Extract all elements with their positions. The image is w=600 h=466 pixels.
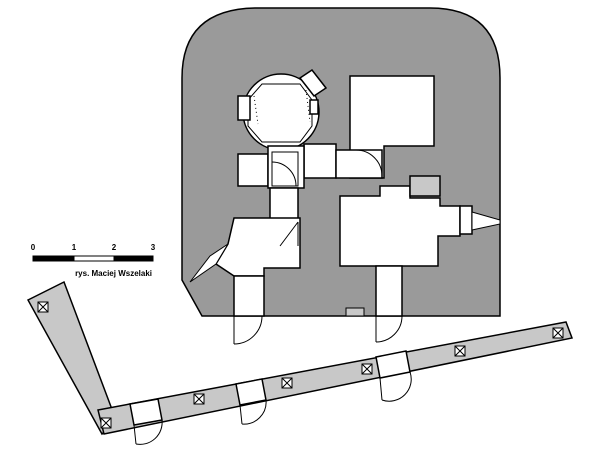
scale-seg-1 xyxy=(32,255,75,262)
embrasure-east xyxy=(471,211,501,231)
door-lower-left xyxy=(279,221,299,247)
door-left-exit xyxy=(233,315,263,345)
marker-icon xyxy=(361,363,373,375)
vestibule-inner xyxy=(271,151,299,187)
bunker-block xyxy=(181,7,501,317)
embrasure-west xyxy=(189,243,229,283)
trench-opening-3 xyxy=(375,350,411,379)
room-large xyxy=(339,185,461,267)
scale-tick-3: 3 xyxy=(151,243,156,252)
marker-icon xyxy=(193,393,205,405)
observation-niche-right xyxy=(309,99,319,115)
room-large-alcove xyxy=(459,205,473,235)
observation-niche-left xyxy=(237,95,251,121)
trench-opening-1 xyxy=(129,398,163,426)
corridor-east xyxy=(303,143,337,179)
marker-icon xyxy=(281,377,293,389)
trench-doors xyxy=(133,371,412,445)
observation-niche-top xyxy=(298,68,328,98)
door-corridor xyxy=(355,149,383,177)
trench-door-1 xyxy=(133,419,163,445)
drawing-credit: rys. Maciej Wszelaki xyxy=(75,269,152,278)
marker-icon xyxy=(552,327,564,339)
observation-room-interior xyxy=(247,83,313,143)
side-chamber xyxy=(237,153,269,187)
observation-dots xyxy=(253,89,311,125)
scale-tick-1: 1 xyxy=(72,243,77,252)
door-vestibule xyxy=(271,161,297,187)
marker-icon xyxy=(100,417,112,429)
exit-corridor-left xyxy=(233,275,265,317)
trench xyxy=(26,280,574,436)
scale-bar: 0 1 2 3 rys. Maciej Wszelaki xyxy=(31,243,156,278)
corridor-south xyxy=(269,187,299,223)
exit-corridor-right xyxy=(375,265,403,317)
scale-tick-0: 0 xyxy=(31,243,36,252)
corridor-link xyxy=(335,149,383,179)
wall-vent xyxy=(345,307,365,317)
scale-seg-2 xyxy=(73,255,115,262)
trench-opening-2 xyxy=(235,378,267,406)
scale-tick-2: 2 xyxy=(112,243,117,252)
marker-icon xyxy=(37,301,49,313)
scale-seg-3 xyxy=(113,255,154,262)
trench-markers xyxy=(37,301,564,429)
door-right-exit xyxy=(375,315,403,343)
trench-segment-main xyxy=(97,321,574,435)
trench-door-3 xyxy=(379,371,412,402)
trench-door-2 xyxy=(239,399,267,425)
room-large-niche xyxy=(409,175,441,197)
marker-icon xyxy=(454,345,466,357)
door-swings xyxy=(233,149,403,345)
